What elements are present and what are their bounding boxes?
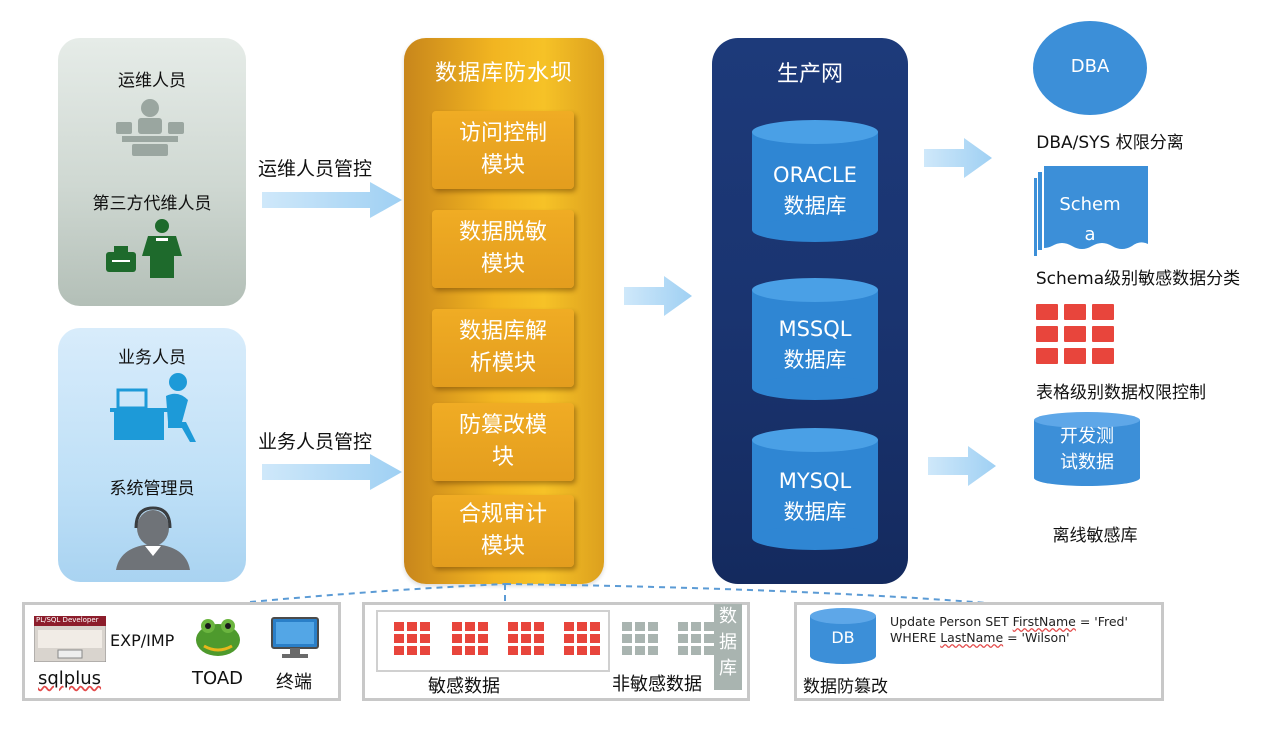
plsql-developer-title: PL/SQL Developer <box>36 616 99 624</box>
db-line: MSSQL <box>778 317 852 341</box>
offline-sensitive-db-label: 离线敏感库 <box>1052 526 1138 546</box>
non-sensitive-data-label: 非敏感数据 <box>612 674 702 695</box>
data-grid-icons <box>394 622 714 655</box>
data-anti-tamper-label: 数据防篡改 <box>803 677 888 697</box>
database-vertical-label: 数 据 库 <box>714 604 742 690</box>
toad-label: TOAD <box>192 668 244 689</box>
compliance-audit-module: 合规审计模块 <box>432 495 574 567</box>
table-grid-icon <box>1036 304 1114 364</box>
module-line: 块 <box>491 445 514 470</box>
dba-node-label: DBA <box>1070 56 1110 77</box>
sysadmin-icon <box>116 506 190 570</box>
sql-statement: Update Person SET FirstName = 'Fred' WHE… <box>890 614 1128 646</box>
db-parsing-module: 数据库解析模块 <box>432 309 574 387</box>
sql-field: FirstName <box>1012 614 1076 629</box>
mysql-db-label: MYSQL 数据库 <box>752 466 878 528</box>
oracle-db-icon <box>752 120 878 242</box>
db-char: 数 <box>719 606 737 627</box>
db-line: MYSQL <box>778 469 852 493</box>
dev-line: 试数据 <box>1060 452 1114 473</box>
biz-control-arrow <box>262 454 402 490</box>
ops-control-label: 运维人员管控 <box>258 158 373 180</box>
business-staff-label: 业务人员 <box>118 348 186 368</box>
module-line: 析模块 <box>469 351 536 376</box>
dba-node-icon <box>1033 21 1147 115</box>
mssql-db-icon <box>752 278 878 400</box>
module-line: 模块 <box>480 153 525 178</box>
biz-control-label: 业务人员管控 <box>258 431 373 453</box>
access-control-module: 访问控制模块 <box>432 111 574 189</box>
module-line: 防篡改模 <box>458 413 547 438</box>
ops-staff-label: 运维人员 <box>118 71 186 91</box>
module-line: 模块 <box>480 252 525 277</box>
sql-line-2: WHERE LastName = 'Wilson' <box>890 630 1128 646</box>
ops-control-arrow <box>262 182 402 218</box>
exp-imp-label: EXP/IMP <box>110 631 175 650</box>
module-line: 合规审计 <box>458 502 547 527</box>
dev-test-db-icon <box>1034 412 1140 486</box>
plsql-developer-icon <box>34 616 106 662</box>
schema-line: a <box>1084 224 1096 245</box>
sql-line-1: Update Person SET FirstName = 'Fred' <box>890 614 1128 630</box>
terminal-label: 终端 <box>276 672 312 693</box>
third-party-staff-icon <box>106 219 182 278</box>
toad-icon <box>196 619 240 656</box>
db-char: 库 <box>719 658 737 679</box>
db-line: 数据库 <box>783 500 847 524</box>
dam-to-prod-arrow <box>624 276 692 316</box>
dam-title: 数据库防水坝 <box>434 61 573 86</box>
db-line: ORACLE <box>773 163 857 187</box>
prod-to-dba-arrow <box>924 138 992 178</box>
module-line: 模块 <box>480 534 525 559</box>
dev-test-db-label: 开发测 试数据 <box>1034 424 1140 476</box>
mssql-db-label: MSSQL 数据库 <box>752 314 878 376</box>
schema-line: Schem <box>1059 194 1121 215</box>
sysadmin-label: 系统管理员 <box>109 479 195 499</box>
module-line: 访问控制 <box>458 121 547 146</box>
anti-tamper-module: 防篡改模块 <box>432 403 574 481</box>
third-party-staff-label: 第三方代维人员 <box>92 194 212 214</box>
business-staff-icon <box>110 373 196 442</box>
module-line: 数据库解 <box>458 319 547 344</box>
sql-text: Update Person SET <box>890 614 1013 629</box>
terminal-monitor-icon <box>271 617 319 658</box>
mysql-db-icon <box>752 428 878 550</box>
db-line: 数据库 <box>783 348 847 372</box>
tamper-db-label: DB <box>831 628 855 647</box>
sensitive-data-label: 敏感数据 <box>428 676 500 697</box>
sql-text: = 'Wilson' <box>1003 630 1070 645</box>
schema-classification-label: Schema级别敏感数据分类 <box>1035 269 1241 289</box>
schema-node-label: Schem a <box>1040 190 1140 250</box>
sensitive-data-frame <box>376 610 610 672</box>
db-line: 数据库 <box>783 194 847 218</box>
sqlplus-label: sqlplus <box>38 668 102 689</box>
db-char: 据 <box>719 632 737 653</box>
data-masking-module: 数据脱敏模块 <box>432 210 574 288</box>
module-line: 数据脱敏 <box>458 220 547 245</box>
ops-staff-icon <box>116 99 184 156</box>
sql-text: WHERE <box>890 630 941 645</box>
schema-node-icon <box>1034 166 1148 256</box>
dev-line: 开发测 <box>1060 426 1114 447</box>
sql-text: = 'Fred' <box>1075 614 1128 629</box>
oracle-db-label: ORACLE 数据库 <box>752 160 878 222</box>
table-permission-label: 表格级别数据权限控制 <box>1036 383 1206 403</box>
tamper-db-icon <box>810 608 876 664</box>
dba-separation-label: DBA/SYS 权限分离 <box>1036 133 1184 153</box>
prod-to-offline-arrow <box>928 446 996 486</box>
prod-title: 生产网 <box>776 62 843 87</box>
sql-field: LastName <box>940 630 1004 645</box>
